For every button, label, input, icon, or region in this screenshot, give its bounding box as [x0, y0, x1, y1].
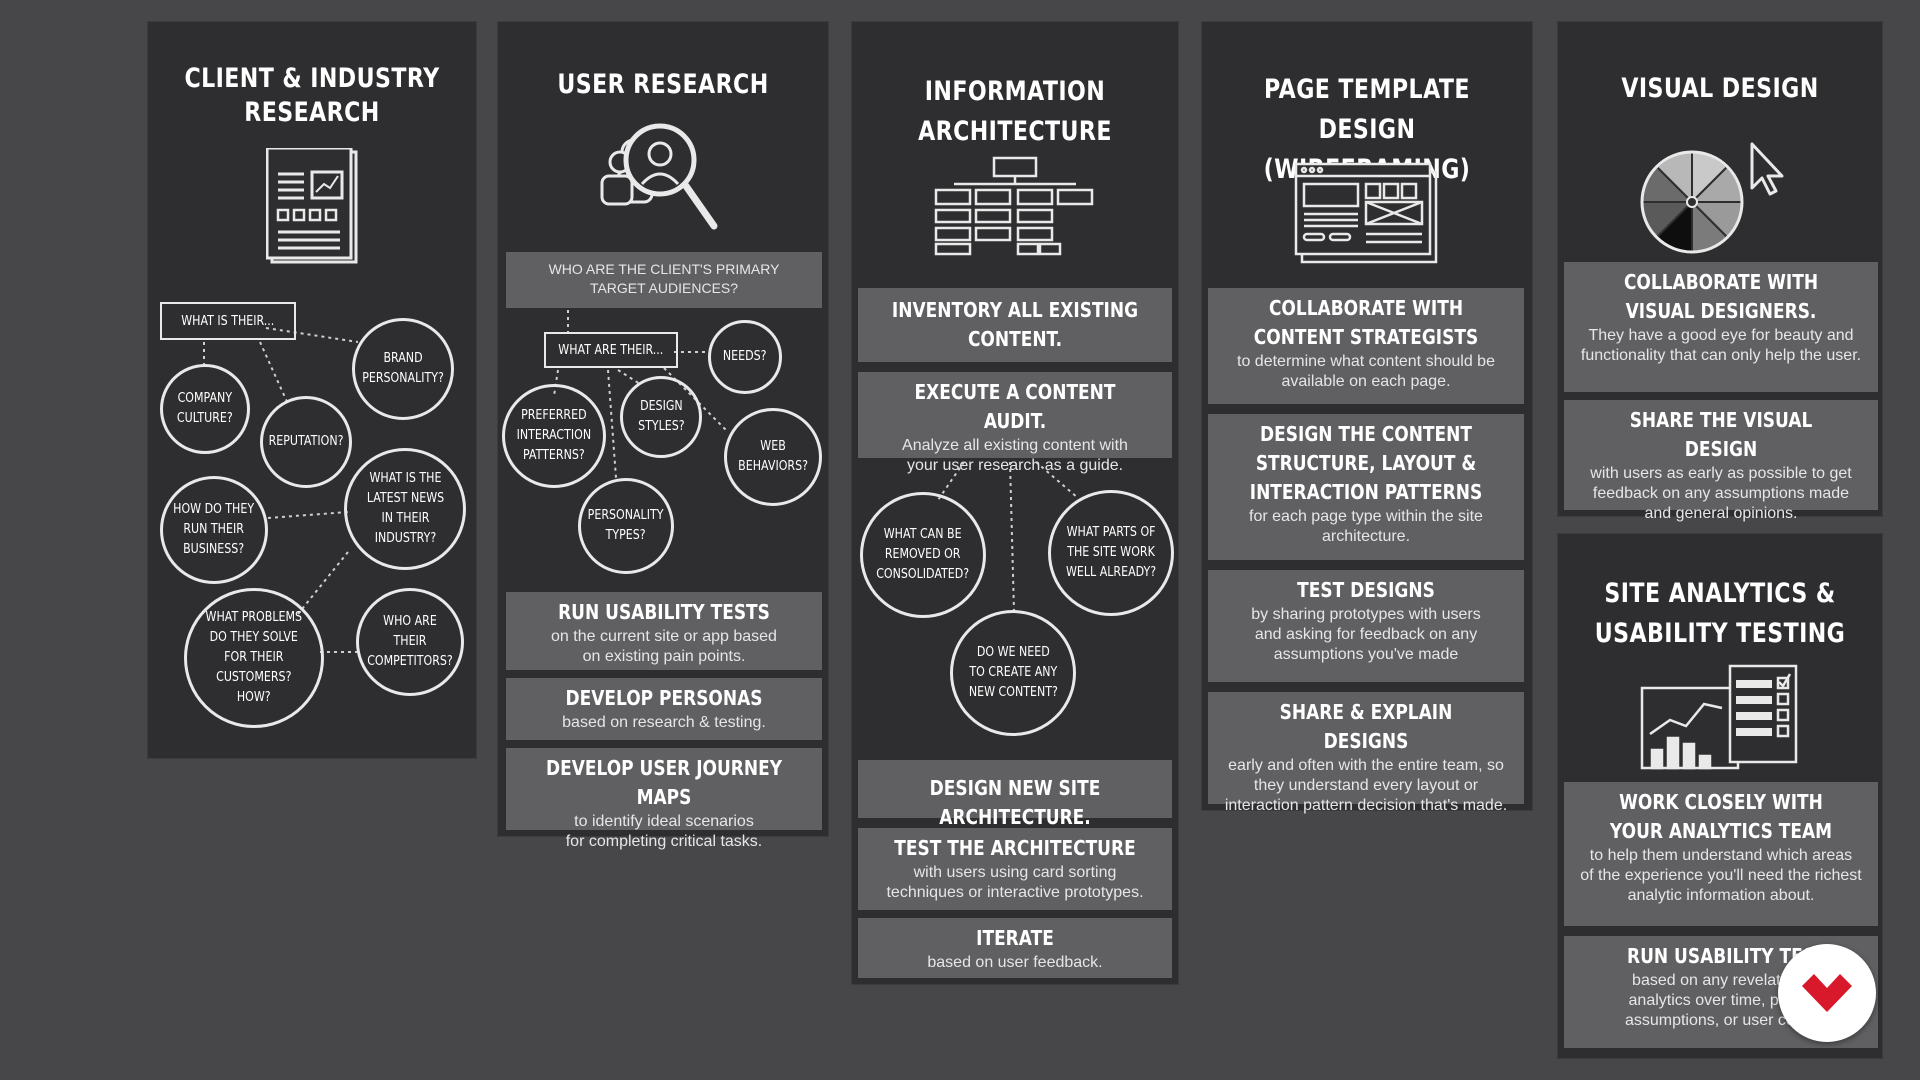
- box-primary-audiences: WHO ARE THE CLIENT'S PRIMARY TARGET AUDI…: [506, 252, 822, 308]
- sitemap-icon: [934, 156, 1094, 256]
- column-title: USER RESEARCH: [557, 69, 769, 100]
- box-share-visual-design: SHARE THE VISUAL DESIGN with users as ea…: [1564, 400, 1878, 522]
- box-iterate: ITERATE based on user feedback.: [858, 918, 1172, 978]
- column-title: SITE ANALYTICS & USABILITY TESTING: [1594, 578, 1846, 649]
- wireframe-browser-icon: [1294, 162, 1438, 264]
- question-company-culture: COMPANY CULTURE?: [160, 364, 250, 454]
- question-preferred-interaction: PREFERRED INTERACTION PATTERNS?: [502, 384, 606, 488]
- column-site-analytics: SITE ANALYTICS & USABILITY TESTING WORK …: [1558, 534, 1882, 1058]
- users-magnifier-icon: [600, 123, 718, 230]
- question-removed-consolidated: WHAT CAN BE REMOVED OR CONSOLIDATED?: [860, 492, 986, 618]
- connector-lines: [937, 461, 1079, 613]
- question-new-content: DO WE NEED TO CREATE ANY NEW CONTENT?: [950, 610, 1076, 736]
- box-test-designs: TEST DESIGNS by sharing prototypes with …: [1208, 570, 1524, 682]
- box-run-usability-tests: RUN USABILITY TESTS on the current site …: [506, 592, 822, 670]
- hub-what-is-their: WHAT IS THEIR...: [160, 302, 296, 340]
- box-share-explain-designs: SHARE & EXPLAIN DESIGNS early and often …: [1208, 692, 1524, 814]
- box-develop-personas: DEVELOP PERSONAS based on research & tes…: [506, 678, 822, 740]
- box-test-architecture: TEST THE ARCHITECTURE with users using c…: [858, 828, 1172, 910]
- question-personality-types: PERSONALITY TYPES?: [578, 478, 674, 574]
- box-collaborate-visual-designers: COLLABORATE WITH VISUAL DESIGNERS. They …: [1564, 262, 1878, 392]
- newspaper-icon: [266, 148, 358, 264]
- column-client-industry-research: CLIENT & INDUSTRY RESEARCH WHAT IS THEIR…: [148, 22, 476, 758]
- box-develop-journey-maps: DEVELOP USER JOURNEY MAPS to identify id…: [506, 748, 822, 850]
- column-information-architecture: INFORMATION ARCHITECTURE INVENTORY ALL E…: [852, 22, 1178, 984]
- question-reputation: REPUTATION?: [260, 396, 352, 488]
- box-content-audit: EXECUTE A CONTENT AUDIT. Analyze all exi…: [858, 372, 1172, 474]
- box-design-content-structure: DESIGN THE CONTENT STRUCTURE, LAYOUT & I…: [1208, 414, 1524, 560]
- column-title: VISUAL DESIGN: [1621, 73, 1819, 104]
- analytics-checklist-icon: [1640, 664, 1798, 770]
- column-title: INFORMATION ARCHITECTURE: [918, 76, 1112, 147]
- brand-logo-icon: [1802, 974, 1852, 1012]
- box-collaborate-content-strategists: COLLABORATE WITH CONTENT STRATEGISTS to …: [1208, 288, 1524, 404]
- box-inventory-content: INVENTORY ALL EXISTING CONTENT.: [858, 288, 1172, 362]
- brand-logo-button[interactable]: [1778, 944, 1876, 1042]
- connector-lines: [203, 327, 359, 653]
- question-design-styles: DESIGN STYLES?: [620, 376, 702, 458]
- question-needs: NEEDS?: [708, 320, 782, 394]
- column-user-research: USER RESEARCH WHO ARE THE CLIENT'S PRIMA…: [498, 22, 828, 850]
- question-what-problems: WHAT PROBLEMS DO THEY SOLVE FOR THEIR CU…: [184, 588, 324, 728]
- column-visual-design: VISUAL DESIGN COLLABORATE WITH VISUAL DE…: [1558, 22, 1882, 522]
- column-title: CLIENT & INDUSTRY RESEARCH: [184, 63, 440, 128]
- column-page-template-design: PAGE TEMPLATE DESIGN (WIREFRAMING) COLLA…: [1202, 22, 1532, 814]
- question-site-works-well: WHAT PARTS OF THE SITE WORK WELL ALREADY…: [1048, 490, 1174, 616]
- box-work-analytics-team: WORK CLOSELY WITH YOUR ANALYTICS TEAM to…: [1564, 782, 1878, 926]
- question-web-behaviors: WEB BEHAVIORS?: [724, 408, 822, 506]
- box-design-site-architecture: DESIGN NEW SITE ARCHITECTURE.: [858, 760, 1172, 829]
- question-run-business: HOW DO THEY RUN THEIR BUSINESS?: [160, 476, 268, 584]
- hub-what-are-their: WHAT ARE THEIR...: [544, 332, 678, 368]
- color-wheel-cursor-icon: [1640, 142, 1784, 254]
- question-latest-news: WHAT IS THE LATEST NEWS IN THEIR INDUSTR…: [344, 448, 466, 570]
- question-competitors: WHO ARE THEIR COMPETITORS?: [356, 588, 464, 696]
- question-brand-personality: BRAND PERSONALITY?: [352, 318, 454, 420]
